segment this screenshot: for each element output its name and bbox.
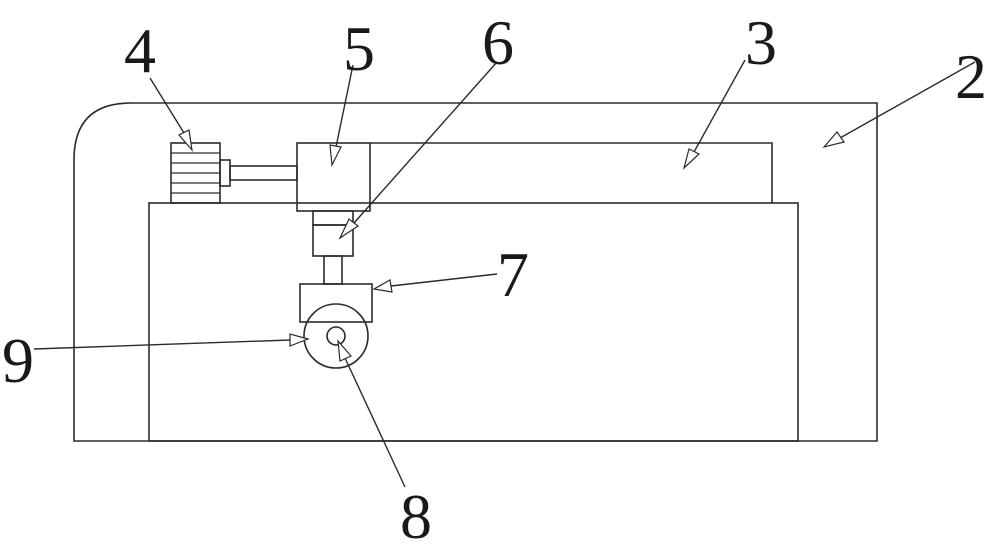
axle [327,327,345,345]
leader-3 [684,60,745,168]
callout-8: 8 [400,481,432,546]
callout-6: 6 [482,7,514,78]
inner-body [149,203,798,441]
callout-4: 4 [124,15,156,86]
guide-rail [370,143,772,203]
callout-2: 2 [955,41,987,112]
leader-2 [824,62,975,147]
leader-6 [340,62,497,238]
leader-7 [374,274,497,292]
motor-assembly [171,143,297,203]
leader-8 [338,341,405,487]
outer-housing [74,103,877,441]
callout-9: 9 [2,325,34,396]
callout-7: 7 [497,239,529,310]
leader-4 [150,78,192,150]
callout-3: 3 [745,7,777,78]
wheel [304,304,368,368]
leader-9 [34,334,308,349]
callout-5: 5 [343,13,375,84]
